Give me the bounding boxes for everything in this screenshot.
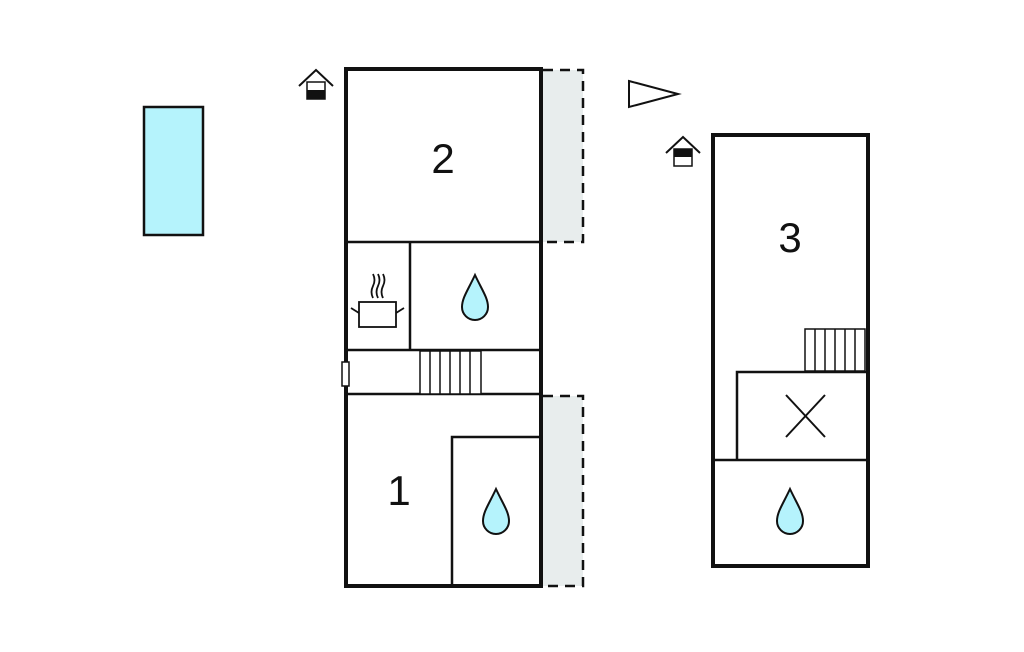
direction-triangle-icon <box>628 79 682 109</box>
stairs-upper <box>804 328 866 372</box>
ground-floor-house-icon <box>298 68 334 100</box>
bathroom-icon <box>460 272 490 321</box>
building-upper-floor <box>711 133 870 568</box>
room-label-3: 3 <box>778 214 801 261</box>
building-ground-floor <box>344 67 543 588</box>
kitchen-icon <box>350 273 405 328</box>
room-label-2: 2 <box>431 135 454 182</box>
door <box>341 361 350 387</box>
pool <box>142 105 205 237</box>
upper-floor-house-icon <box>665 135 701 167</box>
bathroom-icon <box>775 486 805 535</box>
room-label-1: 1 <box>387 467 410 514</box>
bathroom-icon <box>481 486 511 535</box>
terrace-bottom <box>543 394 585 588</box>
terrace-top <box>543 68 585 244</box>
stairs-ground <box>419 350 482 395</box>
